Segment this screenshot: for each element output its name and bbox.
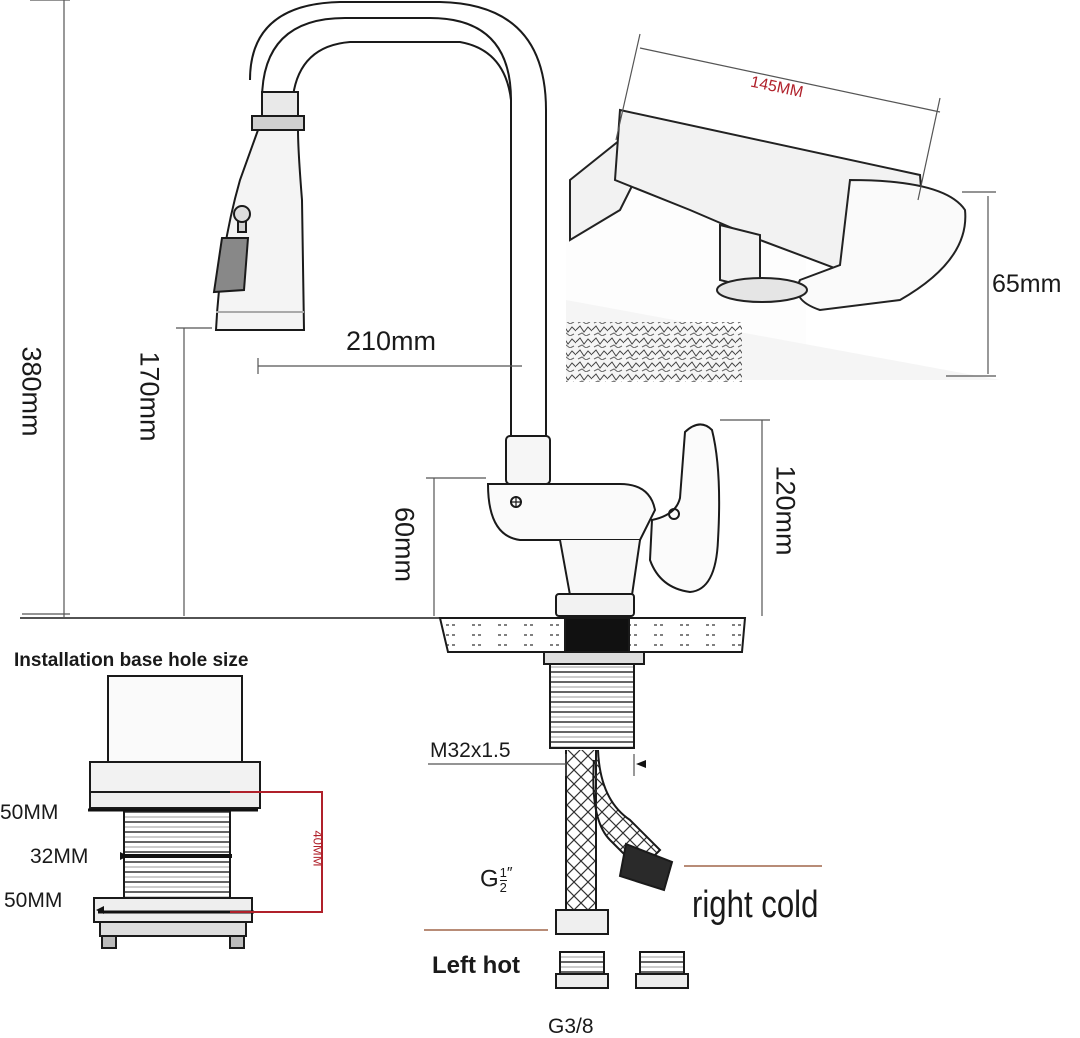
hot-label: Left hot: [432, 952, 520, 979]
lever-handle: [648, 423, 721, 594]
faucet-body: [486, 423, 721, 617]
body-inset: [566, 33, 1000, 382]
spout-gooseneck: [261, 17, 512, 438]
dim-handle-height: 120mm: [770, 465, 801, 556]
spray-head: [212, 91, 306, 331]
adapter-label: G3/8: [548, 1015, 594, 1038]
cold-label: right cold: [692, 884, 819, 926]
g38-adapters: [555, 951, 689, 989]
installation-base-detail: [89, 675, 261, 949]
installation-dimension-lines: [88, 791, 323, 914]
install-top-width: 50MM: [0, 801, 59, 824]
pointer-lines: [424, 865, 822, 931]
hose-fitting-letter: G: [480, 865, 499, 893]
dim-body-height: 65mm: [992, 270, 1062, 298]
dim-height-spout: 170mm: [134, 351, 165, 442]
installation-title: Installation base hole size: [14, 650, 249, 671]
dim-base-height: 60mm: [389, 506, 420, 582]
cold-hose-end: [618, 842, 674, 892]
thread-label: M32x1.5: [430, 739, 511, 762]
dim-height-total: 380mm: [16, 346, 47, 437]
countertop: [20, 617, 747, 653]
dimension-lines: [22, 0, 770, 776]
install-bottom-width: 50MM: [4, 889, 63, 912]
spray-toggle: [212, 237, 250, 294]
install-thread-width: 32MM: [30, 845, 89, 868]
hose-fitting-den: 2: [499, 879, 507, 895]
faucet-side-view: [20, 0, 747, 989]
hose-fitting-mark: ″: [506, 865, 513, 882]
supply-hoses: [555, 749, 674, 935]
mounting-shank: [543, 651, 645, 749]
dim-reach: 210mm: [346, 326, 437, 356]
install-depth: 40MM: [310, 830, 326, 867]
hose-fitting-num: 1: [499, 865, 507, 881]
